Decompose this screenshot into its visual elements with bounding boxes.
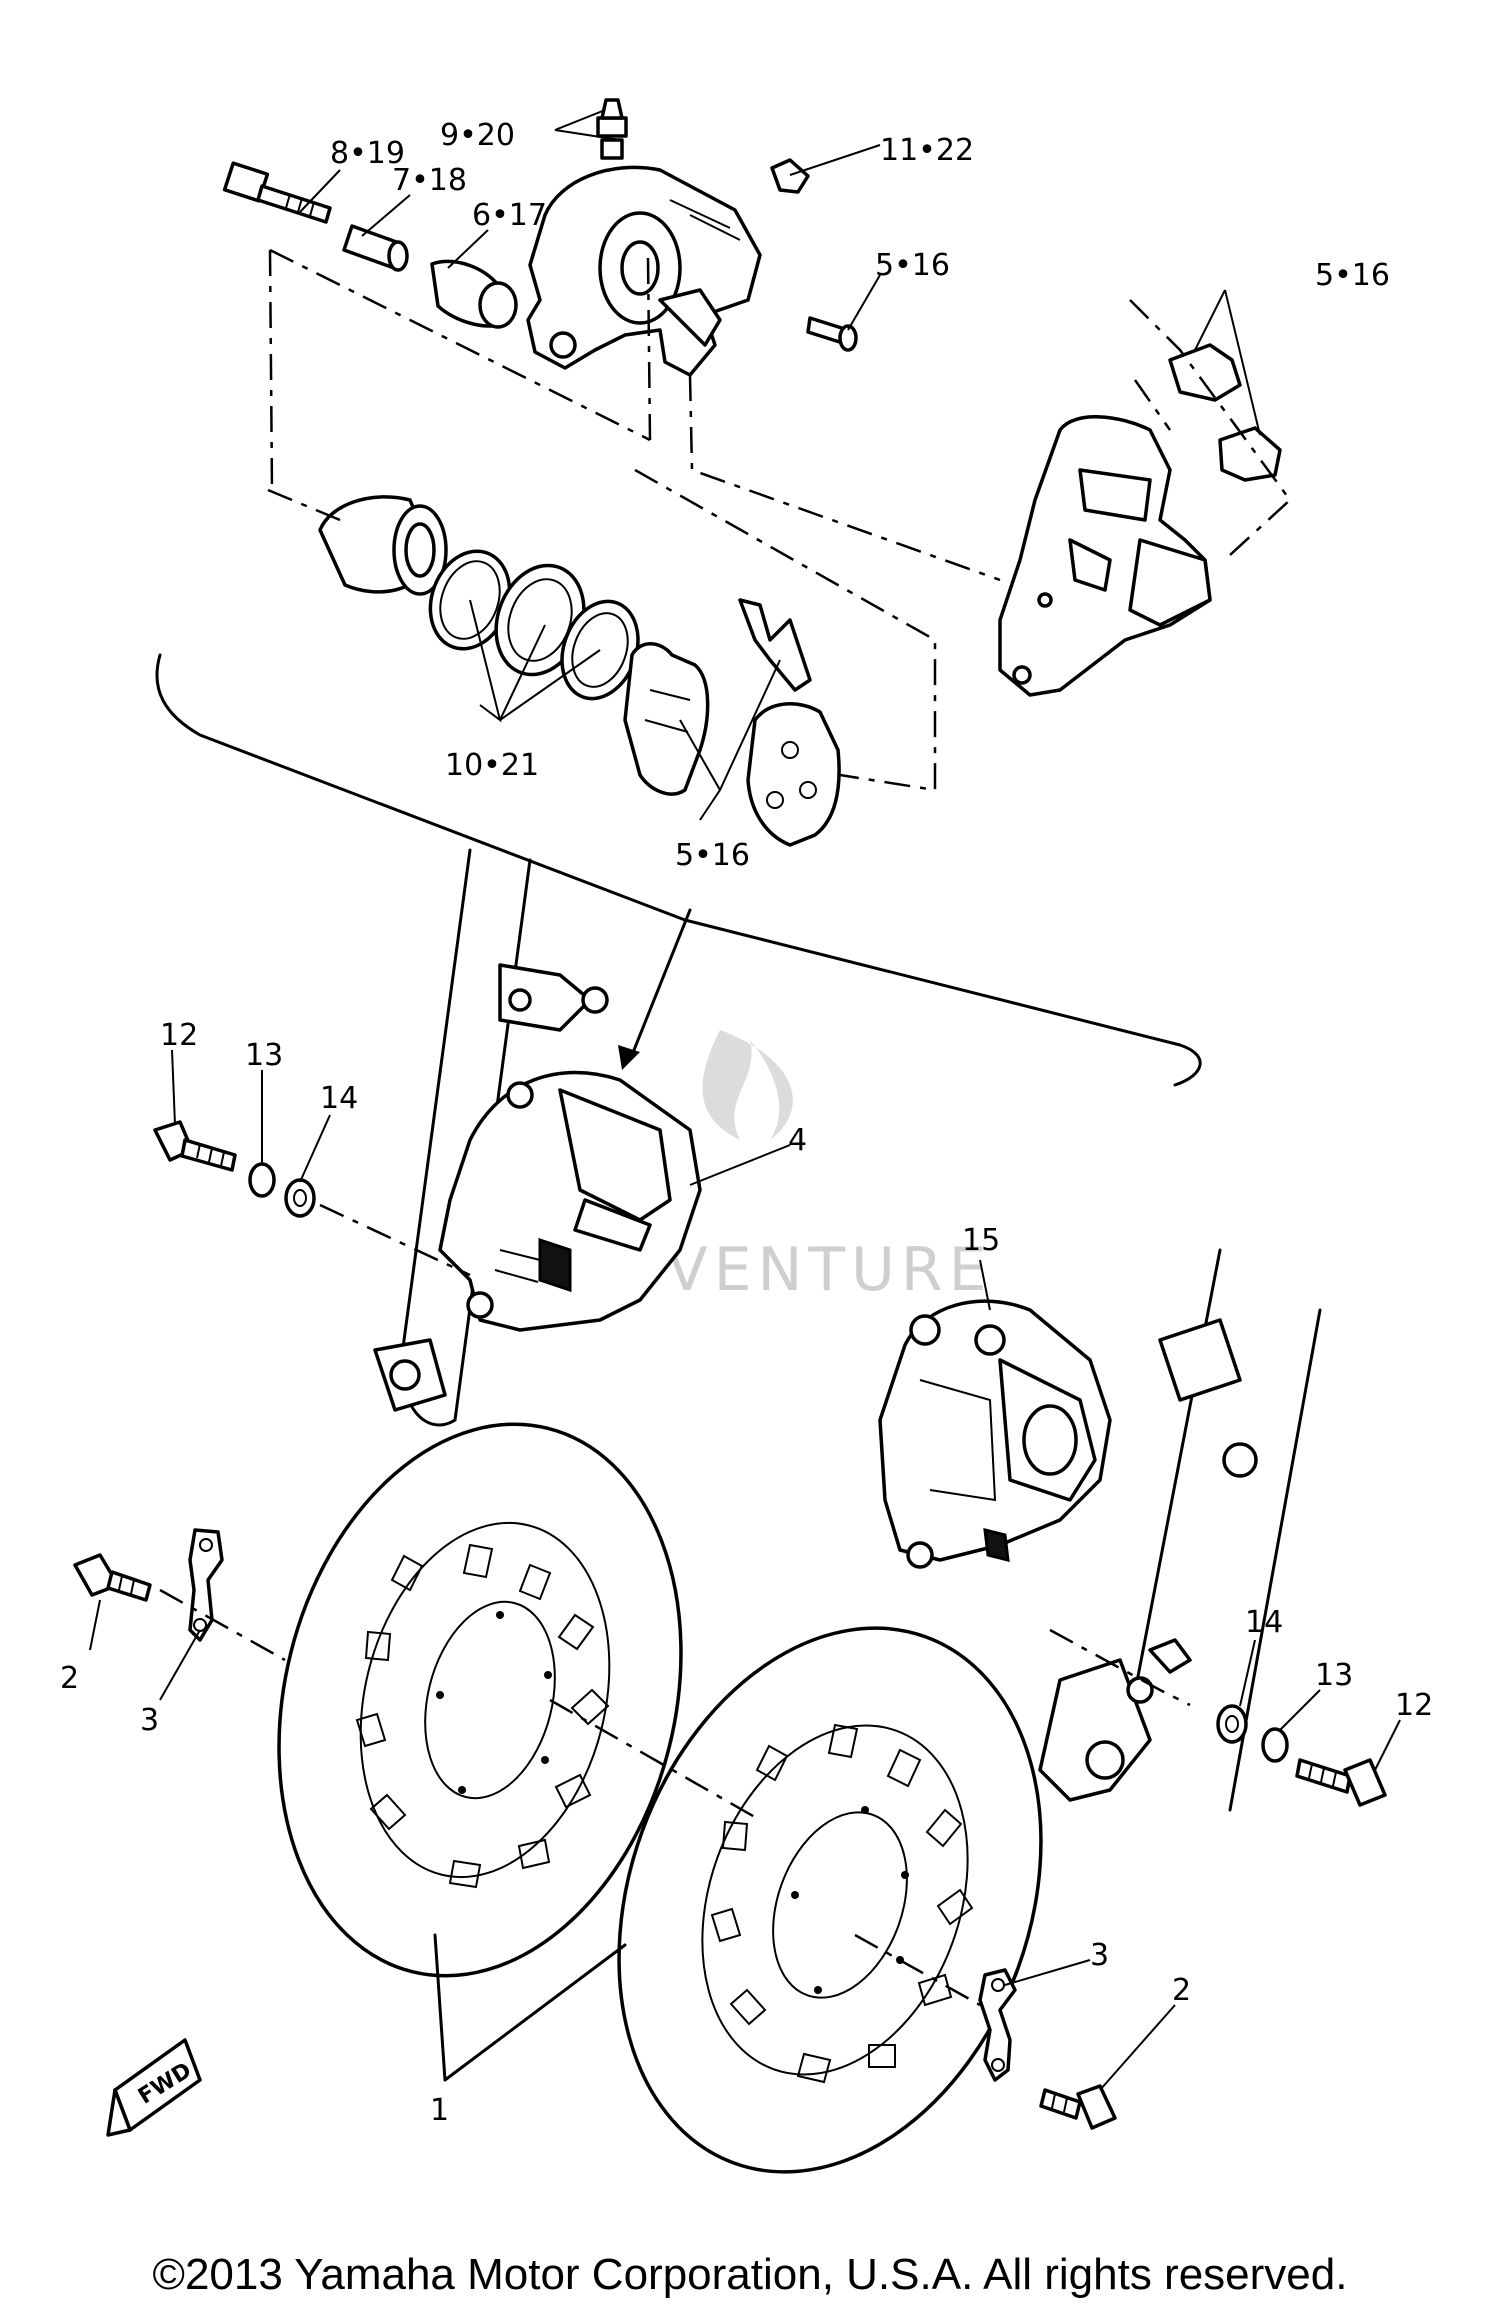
label-2-right: 2 xyxy=(1172,1973,1191,2008)
label-14-left: 14 xyxy=(320,1081,358,1116)
pad-shim xyxy=(738,598,812,692)
cap-11-22 xyxy=(770,158,810,194)
label-6-17: 6•17 xyxy=(472,198,547,233)
caliper-body-top xyxy=(526,165,762,377)
pad-pin-5-16 xyxy=(806,316,858,352)
label-7-18: 7•18 xyxy=(392,163,467,198)
label-9-20: 9•20 xyxy=(440,118,515,153)
label-5-16-b: 5•16 xyxy=(1315,258,1390,293)
label-13-left: 13 xyxy=(245,1038,283,1073)
right-fork-assembly xyxy=(878,1248,1322,1812)
label-5-16-a: 5•16 xyxy=(875,248,950,283)
label-10-21: 10•21 xyxy=(445,748,539,783)
assembly-bracket-line xyxy=(155,653,1202,1087)
label-8-19: 8•19 xyxy=(330,136,405,171)
left-caliper-bolts xyxy=(153,1120,316,1218)
disc-bolt-left xyxy=(73,1553,152,1602)
caliper-15 xyxy=(878,1299,1112,1569)
copyright-footer: ©2013 Yamaha Motor Corporation, U.S.A. A… xyxy=(152,2250,1348,2299)
caliper-bracket xyxy=(998,415,1212,697)
brake-pad-front xyxy=(623,642,710,796)
washer-14-left xyxy=(284,1178,316,1218)
label-2-left: 2 xyxy=(60,1661,79,1696)
disc-bolt-right xyxy=(1039,2084,1117,2130)
left-fork-assembly xyxy=(319,848,702,1427)
disc-bracket-line xyxy=(433,1933,627,2082)
label-11-22: 11•22 xyxy=(880,133,974,168)
leader-lines xyxy=(89,109,1401,2091)
fwd-arrow-icon: FWD xyxy=(106,2038,202,2137)
bolt-8-19 xyxy=(222,161,332,224)
label-13-right: 13 xyxy=(1315,1658,1353,1693)
callout-labels: 8•19 7•18 6•17 9•20 11•22 5•16 5•16 10•2… xyxy=(60,118,1433,2128)
brake-pad-rear xyxy=(746,702,841,847)
piston xyxy=(318,495,448,596)
label-3-left: 3 xyxy=(140,1703,159,1738)
caliper-4 xyxy=(438,1070,702,1332)
washer-13-left xyxy=(248,1162,276,1198)
label-12-right: 12 xyxy=(1395,1688,1433,1723)
washer-14-right xyxy=(1216,1704,1248,1744)
lock-plate-left xyxy=(188,1528,224,1642)
washer-13-right xyxy=(1261,1727,1289,1763)
right-caliper-bolts xyxy=(1216,1704,1387,1807)
label-3-right: 3 xyxy=(1090,1938,1109,1973)
pad-clips-5-16 xyxy=(1168,343,1282,482)
caliper-exploded-group xyxy=(155,98,1292,1087)
seals-10-21 xyxy=(428,549,640,701)
label-4: 4 xyxy=(788,1123,807,1158)
brake-disc-right xyxy=(617,1626,1043,2174)
bolt-12-right xyxy=(1343,1758,1387,1807)
boot-6-17 xyxy=(430,259,518,329)
brake-disc-left xyxy=(277,1422,683,1978)
bleed-screw-9-20 xyxy=(596,98,628,160)
label-1: 1 xyxy=(430,2093,449,2128)
label-5-16-c: 5•16 xyxy=(675,838,750,873)
label-15: 15 xyxy=(962,1223,1000,1258)
label-12-left: 12 xyxy=(160,1018,198,1053)
label-14-right: 14 xyxy=(1245,1605,1283,1640)
